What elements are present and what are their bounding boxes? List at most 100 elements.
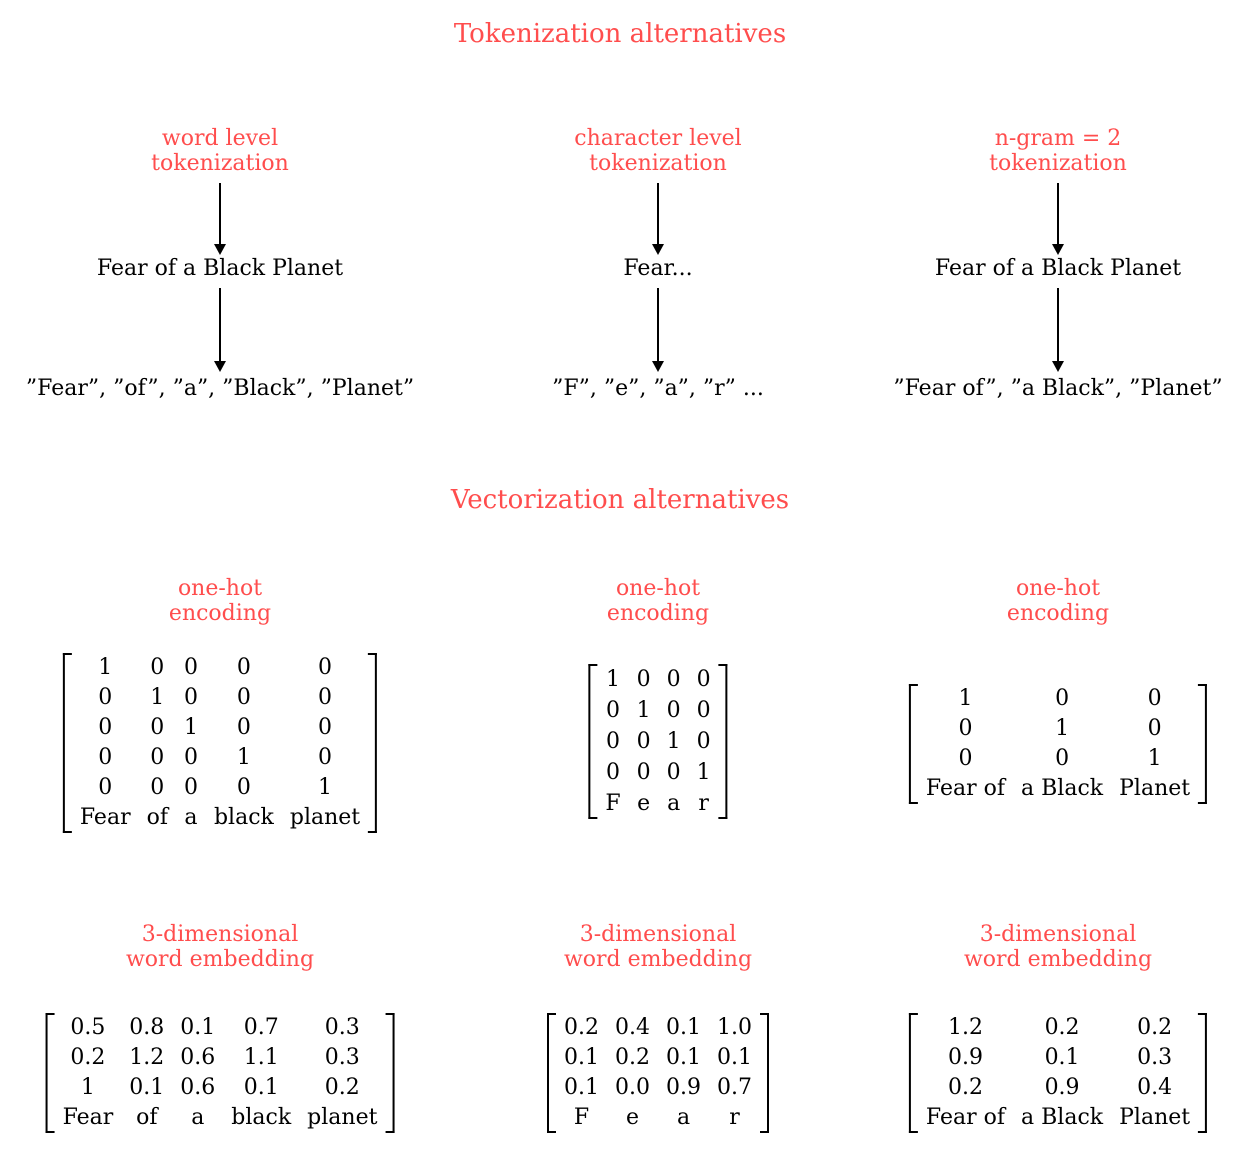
matrix-cell: 1	[1055, 716, 1070, 741]
matrix-token-label: a	[184, 805, 198, 830]
matrix-cell: 0	[605, 760, 620, 785]
matrix-label-row: Fear of a Black Planet	[918, 1103, 1198, 1133]
matrix-cell: 0	[1147, 686, 1162, 711]
matrix-cell: 0.9	[947, 1045, 983, 1070]
matrix-token-label: a Black	[1021, 1105, 1104, 1130]
matrix-token-label: r	[729, 1105, 740, 1130]
matrix-cell: 0	[605, 729, 620, 754]
matrix-cell: 0	[150, 745, 165, 770]
matrix-token-label: Fear of	[925, 776, 1006, 801]
matrix-cell: 1	[80, 1075, 95, 1100]
matrix-token-label: a	[667, 791, 681, 816]
matrix-cell: 0	[958, 746, 973, 771]
matrix-cell: 0.1	[1044, 1045, 1080, 1070]
embedding-char-label: 3-dimensional word embedding	[563, 922, 753, 972]
matrix-row: 0 1 0	[918, 714, 1198, 744]
matrix-cell: 0.7	[717, 1075, 752, 1100]
matrix-token-label: Fear of	[925, 1105, 1006, 1130]
matrix-cell: 0	[150, 775, 165, 800]
matrix-cell: 0	[317, 655, 332, 680]
left-bracket	[908, 1013, 918, 1133]
matrix-cell: 1	[958, 686, 973, 711]
matrix-cell: 0.6	[180, 1075, 216, 1100]
matrix-cell: 0	[150, 715, 165, 740]
left-bracket	[45, 1013, 55, 1133]
matrix-cell: 1	[150, 685, 165, 710]
matrix-cell: 0.5	[70, 1015, 106, 1040]
matrix-cell: 1.1	[243, 1045, 279, 1070]
matrix-cell: 0	[183, 745, 198, 770]
matrix-cell: 0.2	[1044, 1015, 1080, 1040]
arrow-icon	[652, 288, 664, 372]
matrix-cell: 1	[98, 655, 113, 680]
right-bracket	[1198, 684, 1208, 804]
word-level-tokens: ”Fear”, ”of”, ”a”, ”Black”, ”Planet”	[25, 376, 415, 401]
matrix-cell: 0	[236, 685, 251, 710]
matrix-cell: 0.2	[947, 1075, 983, 1100]
word-level-label: word level tokenization	[151, 126, 289, 176]
matrix-cell: 0	[636, 729, 651, 754]
arrow-icon	[1052, 288, 1064, 372]
matrix-token-label: Planet	[1119, 776, 1191, 801]
matrix-cell: 0.2	[1137, 1015, 1173, 1040]
matrix-cell: 0.2	[324, 1075, 360, 1100]
matrix-token-label: planet	[307, 1105, 378, 1130]
arrow-icon	[652, 183, 664, 255]
matrix-cell: 0.7	[243, 1015, 279, 1040]
matrix-cell: 0.1	[666, 1045, 701, 1070]
right-bracket	[718, 664, 728, 819]
matrix-cell: 0.2	[70, 1045, 106, 1070]
matrix-cell: 0.3	[324, 1045, 360, 1070]
matrix-token-label: e	[637, 791, 651, 816]
matrix-cell: 0	[958, 716, 973, 741]
matrix-cell: 0.2	[615, 1045, 650, 1070]
character-level-tokens: ”F”, ”e”, ”a”, ”r” ...	[552, 376, 764, 401]
matrix-token-label: a	[676, 1105, 691, 1130]
matrix-cell: 0	[666, 698, 681, 723]
matrix-cell: 1	[636, 698, 651, 723]
matrix-cell: 0	[317, 745, 332, 770]
matrix-cell: 0	[317, 715, 332, 740]
matrix-cell: 0	[183, 685, 198, 710]
matrix-token-label: planet	[289, 805, 361, 830]
matrix-token-label: Planet	[1119, 1105, 1191, 1130]
matrix-cell: 1	[236, 745, 251, 770]
ngram-sentence: Fear of a Black Planet	[934, 256, 1182, 281]
embedding-word-label: 3-dimensional word embedding	[125, 922, 315, 972]
matrix-cell: 1	[183, 715, 198, 740]
matrix-cell: 0.9	[666, 1075, 701, 1100]
matrix-cell: 1	[605, 667, 620, 692]
matrix-cell: 0	[98, 775, 113, 800]
matrix-token-label: F	[605, 791, 621, 816]
matrix-token-label: black	[231, 1105, 292, 1130]
matrix-cell: 0	[183, 655, 198, 680]
right-bracket	[368, 653, 378, 833]
tokenization-title: Tokenization alternatives	[453, 19, 787, 49]
character-level-label: character level tokenization	[574, 126, 742, 176]
character-level-sentence: Fear...	[623, 256, 693, 281]
arrow-icon	[214, 288, 226, 372]
matrix-cell: 0.2	[564, 1015, 599, 1040]
matrix-cell: 0	[1147, 716, 1162, 741]
matrix-cell: 0	[666, 760, 681, 785]
matrix-cell: 0	[183, 775, 198, 800]
matrix-cell: 0.1	[666, 1015, 701, 1040]
matrix-cell: 0	[605, 698, 620, 723]
